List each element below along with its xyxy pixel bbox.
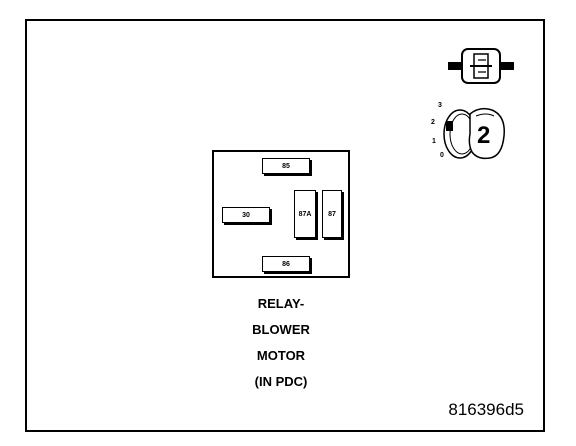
relay-caption: RELAY- BLOWER MOTOR (IN PDC): [212, 291, 350, 395]
relay-pin-87a-label: 87A: [298, 210, 312, 218]
relay-caption-line-3: MOTOR: [256, 348, 306, 363]
relay-pin-87: 87: [322, 190, 342, 238]
figure-id: 816396d5: [448, 400, 524, 419]
key-position-1: 1: [432, 138, 436, 145]
key-position-2: 2: [431, 119, 435, 126]
relay-caption-line-1: RELAY-: [257, 296, 305, 311]
key-digit-label: 2: [477, 122, 491, 149]
key-position-3: 3: [438, 102, 442, 109]
relay-body: 85 30 87A 87 86: [212, 150, 350, 278]
relay-pin-86: 86: [262, 256, 310, 272]
relay-pin-87a: 87A: [294, 190, 316, 238]
diagram-frame: [25, 19, 545, 432]
relay-pin-30: 30: [222, 207, 270, 223]
ignition-key-icon: [443, 107, 505, 160]
connector-icon: [448, 48, 514, 84]
relay-pin-85-label: 85: [282, 162, 290, 170]
relay-pin-87-label: 87: [328, 210, 336, 218]
relay-caption-line-4: (IN PDC): [254, 374, 308, 389]
relay-caption-line-2: BLOWER: [252, 322, 310, 337]
key-position-0: 0: [440, 152, 444, 159]
relay-pin-86-label: 86: [282, 260, 290, 268]
relay-pin-85: 85: [262, 158, 310, 174]
relay-pin-30-label: 30: [242, 211, 250, 219]
